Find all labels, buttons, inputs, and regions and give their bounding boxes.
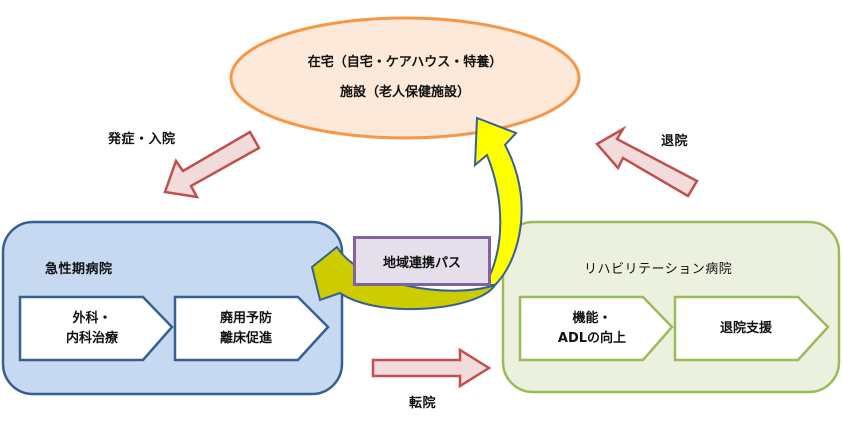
- acute-step-2: 廃用予防 離床促進: [178, 298, 314, 360]
- rehab-step-1: 機能・ ADLの向上: [522, 298, 662, 360]
- onset-admission-label: 発症・入院: [108, 132, 176, 147]
- acute-step-2-shape: [173, 295, 330, 362]
- acute-hospital-title: 急性期病院: [45, 262, 113, 277]
- acute-step-1-line1: 外科・: [72, 311, 112, 326]
- rehab-step-1-shape: [518, 295, 674, 362]
- onset-arrow: [163, 130, 261, 199]
- acute-step-1-line2: 内科治療: [65, 331, 118, 346]
- acute-step-1-shape: [18, 295, 174, 362]
- rehab-hospital-title: リハビリテーション病院: [584, 262, 733, 277]
- regional-pass-box: 地域連携パス: [353, 236, 491, 286]
- transfer-label: 転院: [409, 396, 437, 411]
- rehab-step-1-line1: 機能・: [572, 311, 612, 326]
- acute-step-1: 外科・ 内科治療: [22, 298, 162, 360]
- acute-step-2-line1: 廃用予防: [219, 311, 272, 326]
- transfer-arrow: [371, 347, 492, 389]
- rehab-step-2-line1: 退院支援: [719, 321, 772, 336]
- acute-step-2-line2: 離床促進: [219, 331, 272, 346]
- regional-pass-label: 地域連携パス: [382, 255, 461, 271]
- discharge-arrow: [595, 125, 699, 198]
- home-label-line2: 施設（老人保健施設）: [339, 85, 470, 100]
- regional-pass-arrow-head: [473, 116, 523, 286]
- home-ellipse: [229, 16, 581, 140]
- rehab-step-1-line2: ADLの向上: [557, 331, 627, 346]
- rehab-step-2-shape: [673, 295, 830, 362]
- home-label-line1: 在宅（自宅・ケアハウス・特養）: [307, 55, 503, 70]
- home-label: 在宅（自宅・ケアハウス・特養） 施設（老人保健施設）: [232, 48, 578, 108]
- rehab-step-2: 退院支援: [678, 298, 814, 360]
- discharge-label: 退院: [661, 134, 689, 149]
